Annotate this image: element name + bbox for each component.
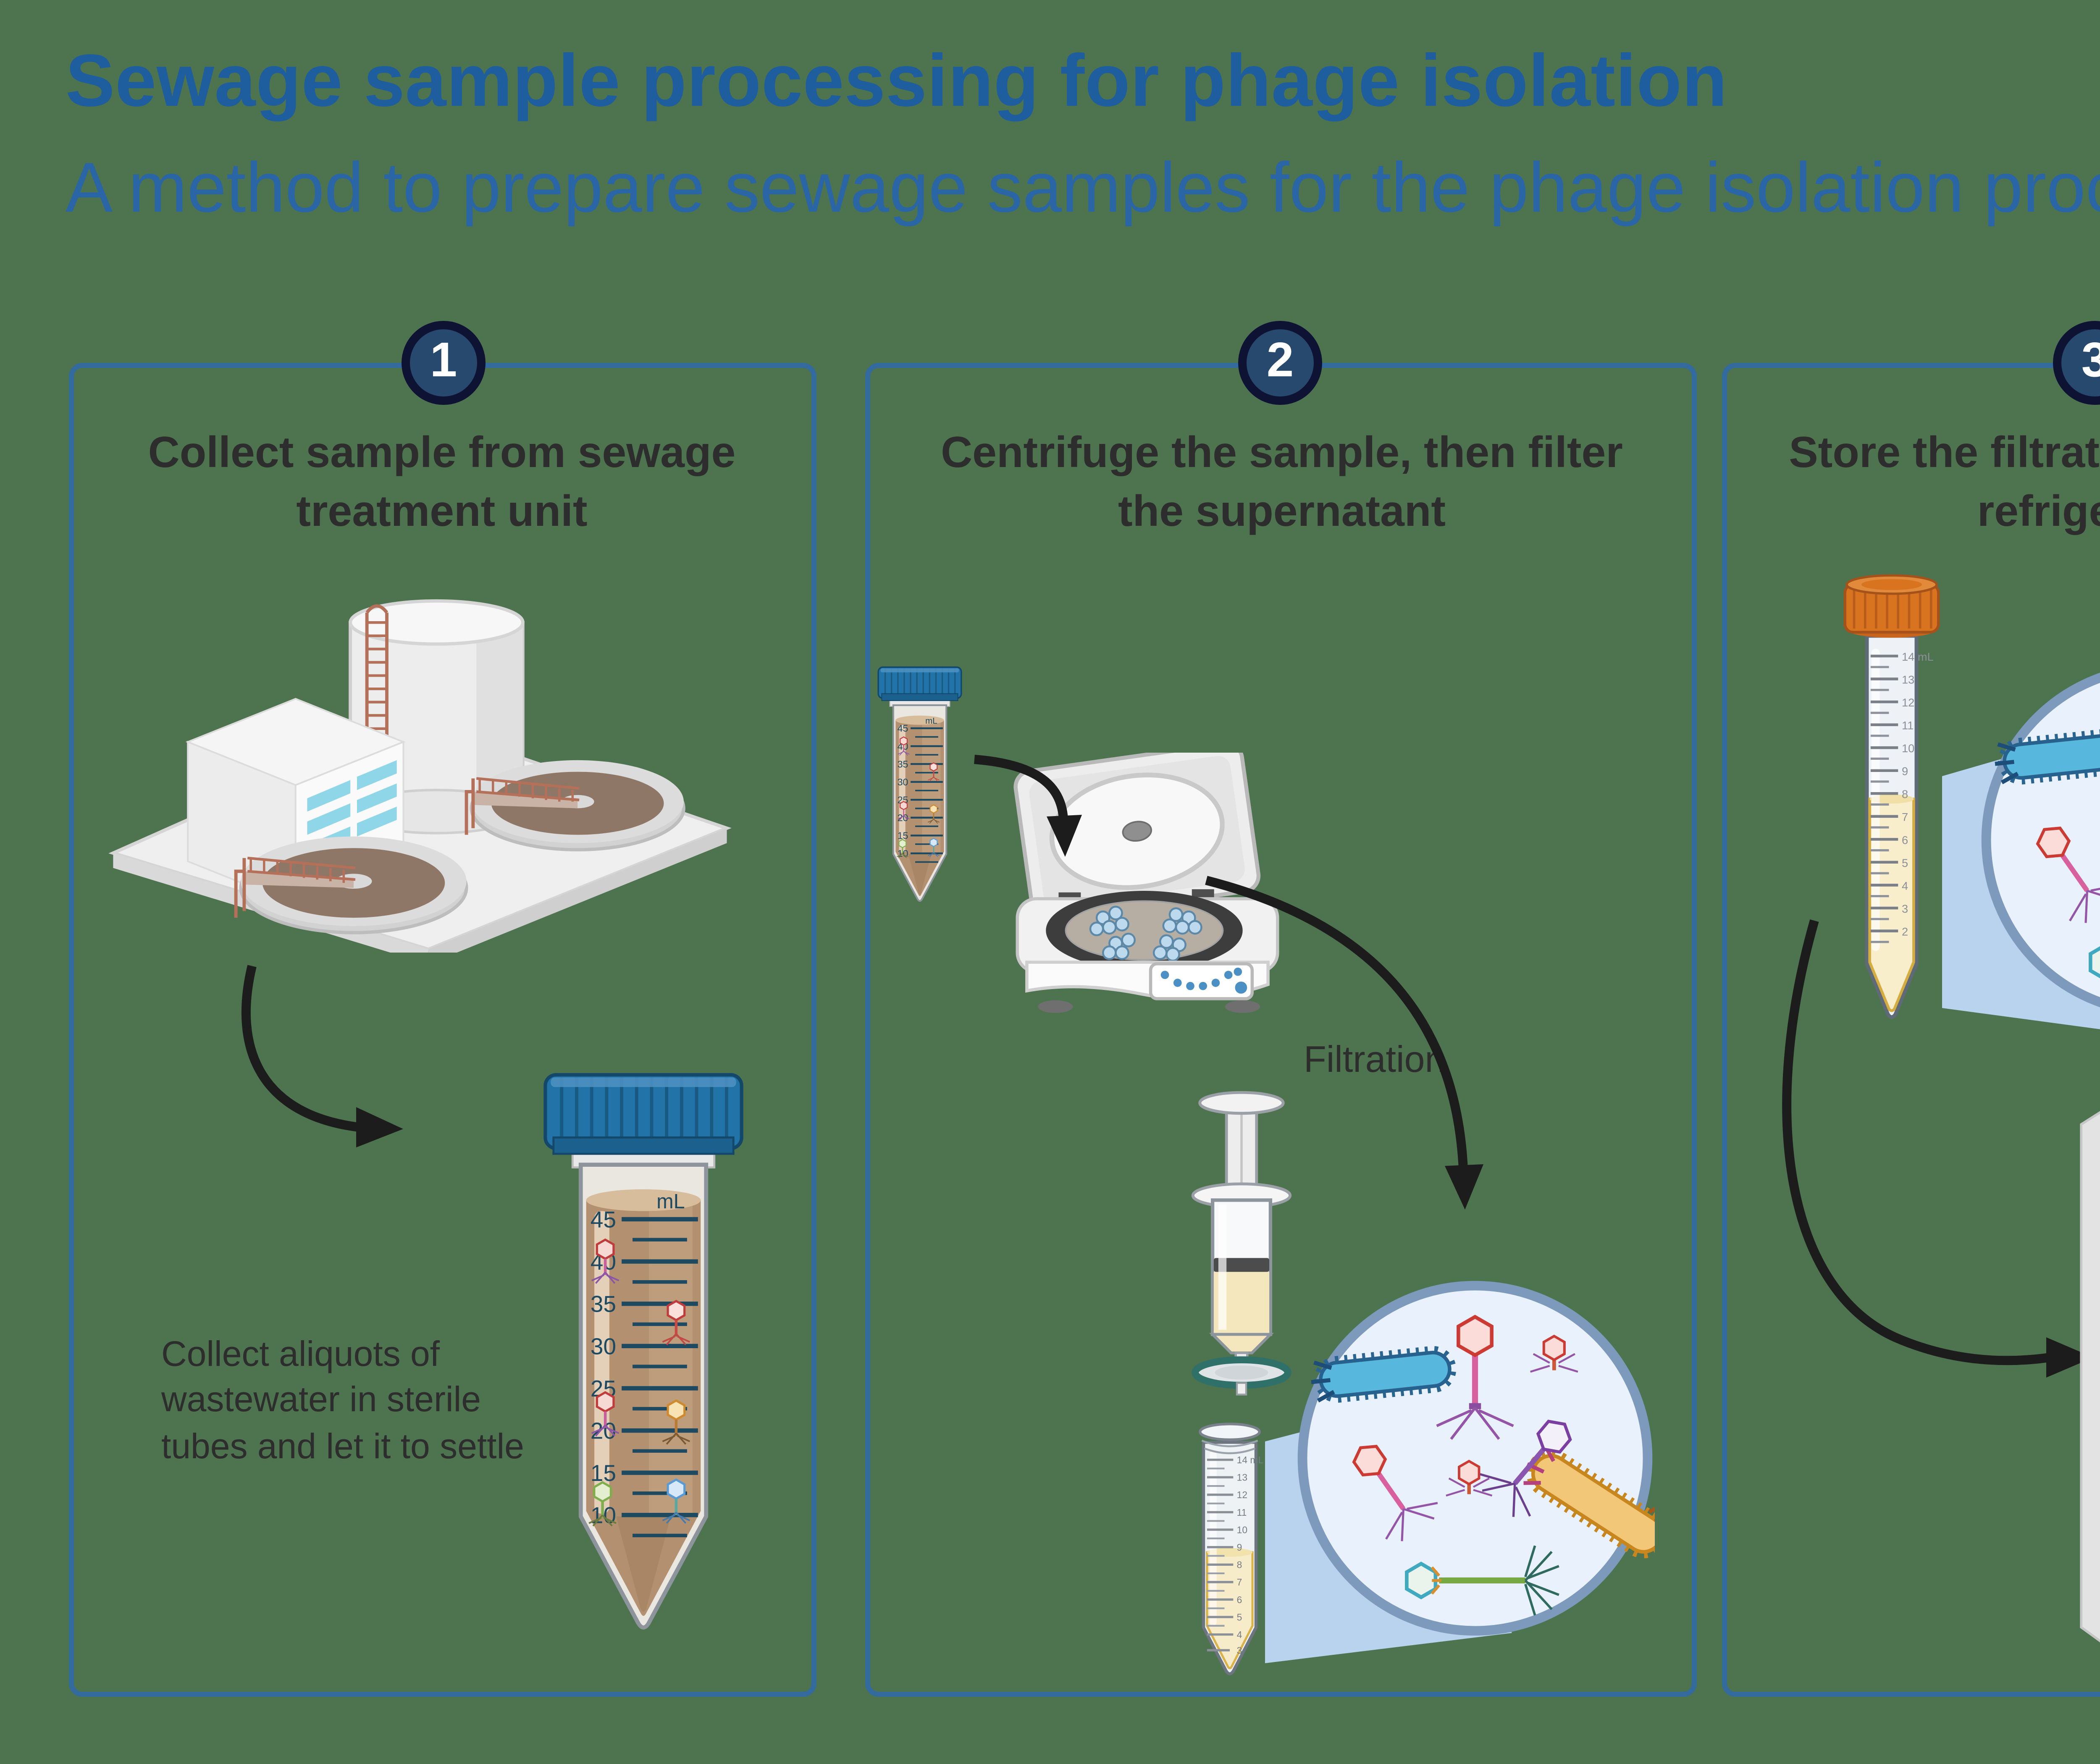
step-2-badge: 2 [1238,321,1322,405]
step-1-badge: 1 [402,321,486,405]
filtration-label: Filtration [1304,1038,1446,1080]
step-3-panel [1722,363,2100,1697]
page-subtitle: A method to prepare sewage samples for t… [66,148,2100,227]
step-2-panel [865,363,1697,1697]
step-1-note: Collect aliquots of wastewater in steril… [161,1336,524,1466]
step-3-heading: Store the filtrate at 4 °C in the refrig… [1789,427,2100,536]
step-1-panel [69,363,816,1697]
step-2-heading: Centrifuge the sample, then filter the s… [941,427,1623,536]
page-title: Sewage sample processing for phage isola… [66,40,1728,123]
step-1-heading: Collect sample from sewage treatment uni… [148,427,736,536]
